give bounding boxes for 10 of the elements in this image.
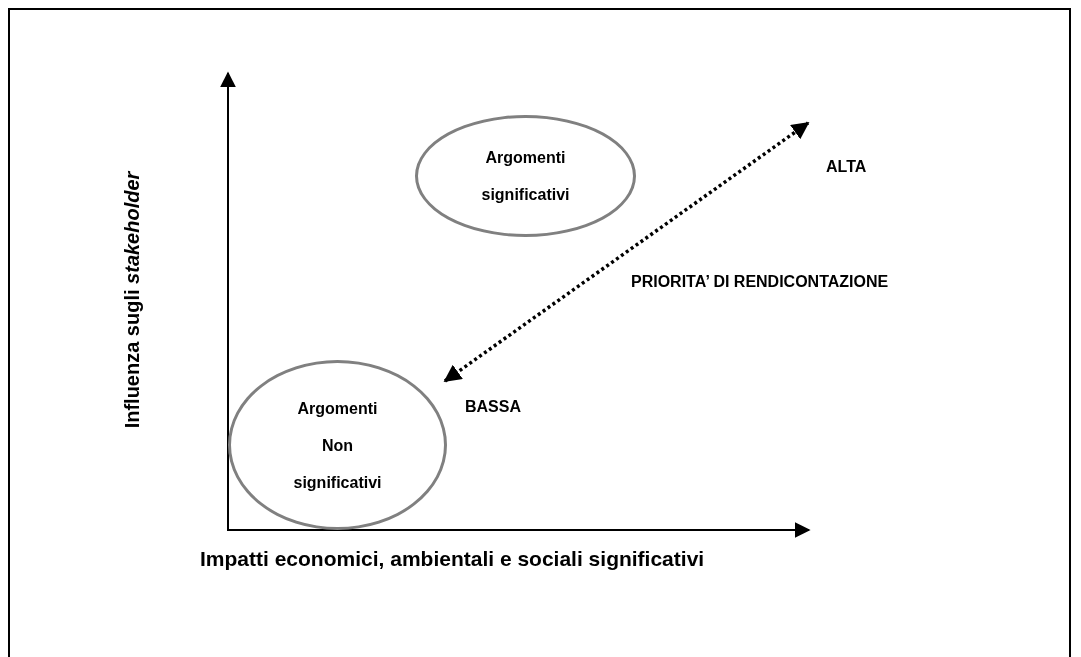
x-axis-title: Impatti economici, ambientali e sociali significativi	[200, 547, 705, 571]
topic-text: Argomenti significativi	[480, 148, 571, 205]
priority-label: ALTA	[826, 158, 867, 176]
topic-ellipse	[415, 115, 636, 237]
topic-text: Argomenti Non significativi	[292, 398, 383, 493]
y-axis-title: Influenza sugli stakeholder	[120, 171, 144, 429]
priority-label: PRIORITA’ DI RENDICONTAZIONE	[631, 273, 889, 291]
double-arrow	[443, 121, 810, 383]
priority-label: BASSA	[465, 398, 521, 416]
topic-ellipse	[228, 360, 447, 530]
